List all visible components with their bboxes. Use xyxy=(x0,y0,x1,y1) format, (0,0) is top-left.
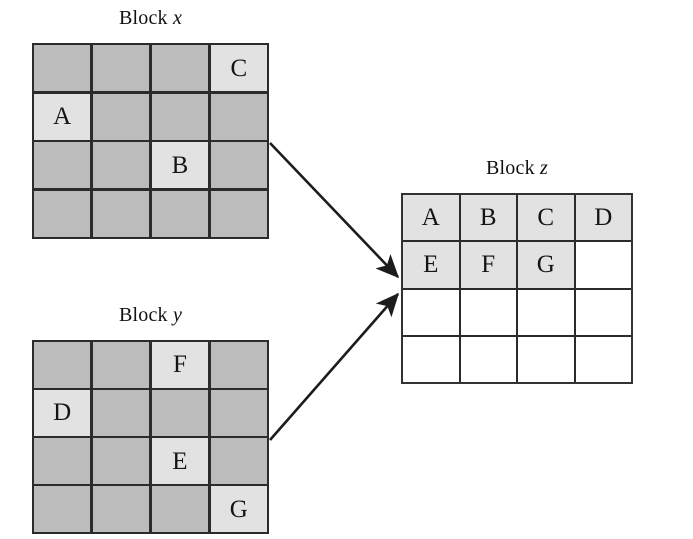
block-x-title: Block x xyxy=(32,8,269,28)
block-z-cell-r0c2: C xyxy=(518,195,574,241)
block-z-cell-r1c0: E xyxy=(403,242,459,288)
block-z-cell-r2c0 xyxy=(403,289,459,335)
block-z-cell-r3c0 xyxy=(403,336,459,382)
block-x-grid: C A B xyxy=(32,43,269,239)
block-x-cell-r0c2 xyxy=(151,45,209,92)
block-z-cell-r1c2: G xyxy=(518,242,574,288)
block-z-cell-r2c3 xyxy=(575,289,631,335)
block-z-cell-r0c1: B xyxy=(460,195,516,241)
block-y-cell-r2c3 xyxy=(210,438,267,484)
block-x-title-var: x xyxy=(172,7,183,29)
block-x-cell-r3c1 xyxy=(92,190,150,237)
block-z-cell-r3c1 xyxy=(460,336,516,382)
block-y-cell-r2c2: E xyxy=(151,438,209,484)
block-y-cell-r3c3: G xyxy=(210,486,267,532)
block-z-cell-r0c0: A xyxy=(403,195,459,241)
block-x-cell-r2c3 xyxy=(210,142,267,189)
block-y-cell-r3c1 xyxy=(92,486,150,532)
block-z-cell-r2c2 xyxy=(518,289,574,335)
block-y-cell-r1c0: D xyxy=(34,390,91,436)
arrow-y-to-z xyxy=(269,292,400,441)
block-y-cell-r3c2 xyxy=(151,486,209,532)
block-z-title-var: z xyxy=(540,157,548,179)
block-z-cell-r1c3 xyxy=(575,242,631,288)
block-x-title-prefix: Block xyxy=(118,7,168,29)
block-y-cell-r2c0 xyxy=(34,438,91,484)
block-y-cell-r0c3 xyxy=(210,342,267,388)
block-y-cell-r0c2: F xyxy=(151,342,209,388)
block-x-cell-r1c3 xyxy=(210,93,267,140)
block-x-cell-r2c2: B xyxy=(151,142,209,189)
block-x-cell-r1c2 xyxy=(151,93,209,140)
block-z-title-prefix: Block xyxy=(486,157,535,179)
block-y-cell-r1c2 xyxy=(151,390,209,436)
block-x-cell-r3c3 xyxy=(210,190,267,237)
block-z-cell-r3c3 xyxy=(575,336,631,382)
block-x-cell-r3c0 xyxy=(34,190,91,237)
block-x-cell-r3c2 xyxy=(151,190,209,237)
block-y-title-prefix: Block xyxy=(118,304,168,326)
block-y-cell-r0c0 xyxy=(34,342,91,388)
block-y-grid: F D E G xyxy=(32,340,269,534)
block-x-cell-r0c3: C xyxy=(210,45,267,92)
block-y-cell-r3c0 xyxy=(34,486,91,532)
block-z-title: Block z xyxy=(401,158,633,178)
block-z-cell-r1c1: F xyxy=(460,242,516,288)
block-y-title: Block y xyxy=(32,305,269,325)
block-z-cell-r3c2 xyxy=(518,336,574,382)
block-z-cell-r2c1 xyxy=(460,289,516,335)
block-x-cell-r2c1 xyxy=(92,142,150,189)
block-x-cell-r1c1 xyxy=(92,93,150,140)
block-x-cell-r0c1 xyxy=(92,45,150,92)
block-y-cell-r2c1 xyxy=(92,438,150,484)
block-z-grid: A B C D E F G xyxy=(401,193,633,384)
block-y-title-var: y xyxy=(172,304,183,326)
block-x-cell-r1c0: A xyxy=(34,93,91,140)
block-y-cell-r1c3 xyxy=(210,390,267,436)
block-x-cell-r0c0 xyxy=(34,45,91,92)
block-y-cell-r1c1 xyxy=(92,390,150,436)
arrow-x-to-z xyxy=(269,142,400,279)
block-z-cell-r0c3: D xyxy=(575,195,631,241)
block-y-cell-r0c1 xyxy=(92,342,150,388)
block-x-cell-r2c0 xyxy=(34,142,91,189)
